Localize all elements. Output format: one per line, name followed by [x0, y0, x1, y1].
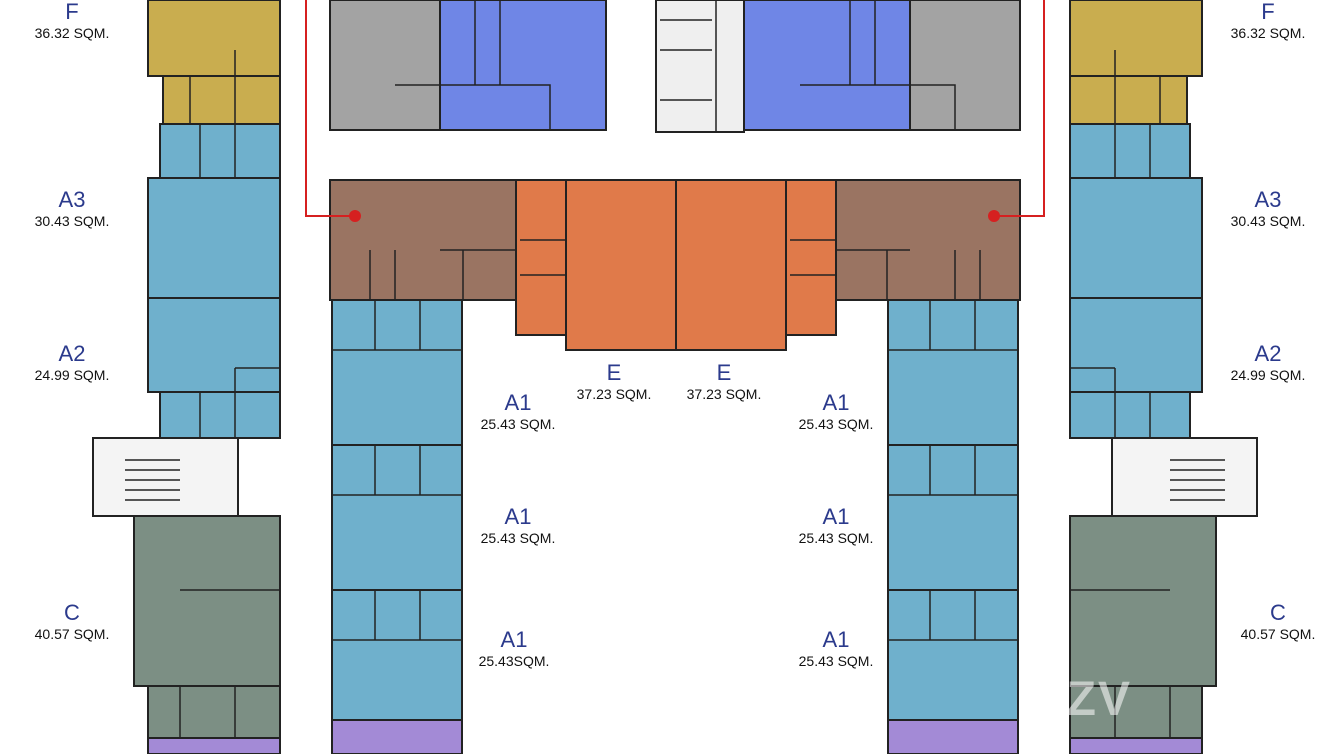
unit-f-right-service — [1069, 75, 1188, 125]
unit-purple-left — [147, 737, 281, 754]
stair-left — [92, 437, 239, 517]
unit-blue-top-left — [439, 0, 607, 131]
right-outer-wing — [1069, 0, 1258, 754]
unit-c-right — [1069, 515, 1217, 687]
unit-a2-right-service — [1069, 391, 1191, 439]
red-markers — [305, 0, 1045, 222]
unit-a1-right-3 — [887, 589, 1019, 721]
unit-c-left — [133, 515, 281, 687]
red-line-right — [994, 0, 1045, 217]
unit-purple-right — [1069, 737, 1203, 754]
unit-e-left — [565, 179, 677, 351]
unit-gray-top-right — [909, 0, 1021, 131]
unit-brown-left — [329, 179, 517, 301]
stair-right — [1111, 437, 1258, 517]
unit-purple-inner-right — [887, 719, 1019, 754]
unit-a1-left-2 — [331, 444, 463, 591]
unit-gray-top-left — [329, 0, 441, 131]
unit-blue-top-right — [743, 0, 911, 131]
unit-e-left-service — [515, 179, 567, 336]
watermark-logo: BZV — [1030, 672, 1132, 727]
unit-e-right-service — [785, 179, 837, 336]
lift-core — [655, 0, 745, 133]
unit-a1-right-2 — [887, 444, 1019, 591]
unit-f-left — [147, 0, 281, 77]
unit-a1-left-1 — [331, 299, 463, 446]
unit-c-right-service — [1069, 685, 1203, 739]
unit-c-left-service — [147, 685, 281, 739]
red-dot-left — [349, 210, 361, 222]
partitions — [125, 0, 1225, 738]
unit-a2-left — [147, 297, 281, 393]
unit-purple-inner-left — [331, 719, 463, 754]
left-outer-wing — [92, 0, 281, 754]
red-line-left — [305, 0, 355, 217]
unit-a2-right — [1069, 297, 1203, 393]
inner-left-column — [331, 299, 463, 754]
unit-brown-right — [835, 179, 1021, 301]
unit-f-left-service — [162, 75, 281, 125]
unit-a3-right — [1069, 177, 1203, 299]
unit-a2-left-service — [159, 391, 281, 439]
unit-e-right — [675, 179, 787, 351]
middle-band — [329, 179, 1021, 351]
inner-right-column — [887, 299, 1019, 754]
unit-a1-right-1 — [887, 299, 1019, 446]
top-center-block — [329, 0, 1021, 133]
unit-a3-left-service — [159, 123, 281, 179]
watermark-text: BZV — [1030, 673, 1132, 726]
unit-f-right — [1069, 0, 1203, 77]
red-dot-right — [988, 210, 1000, 222]
unit-a3-right-service — [1069, 123, 1191, 179]
unit-a3-left — [147, 177, 281, 299]
unit-a1-left-3 — [331, 589, 463, 721]
